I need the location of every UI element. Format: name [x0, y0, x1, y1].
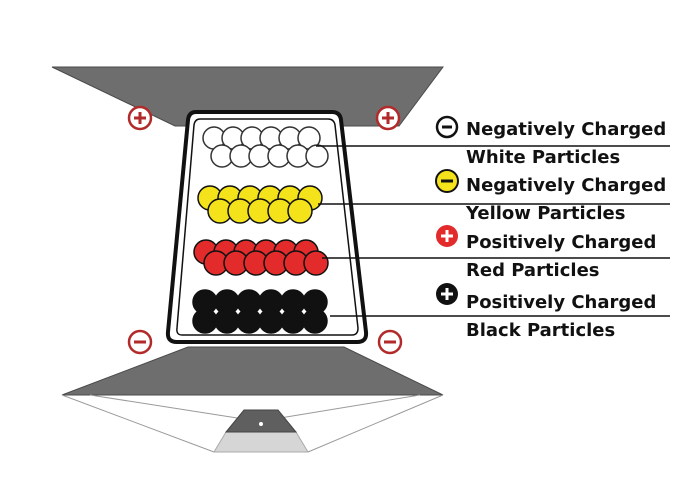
legend-black-line1: Positively Charged — [466, 292, 657, 313]
legend-white-line1: Negatively Charged — [466, 119, 667, 140]
cell-inner-wall — [176, 118, 359, 336]
legend-yellow-line2: Yellow Particles — [466, 203, 626, 224]
legend-white-minus-icon — [435, 115, 459, 139]
legend-red-label: Positively Charged Red Particles — [466, 229, 696, 285]
bottom-right-minus-icon — [377, 329, 403, 355]
black-particle — [214, 308, 240, 334]
white-particle — [305, 144, 329, 168]
black-particles-group — [192, 289, 328, 334]
legend-white-label: Negatively Charged White Particles — [466, 116, 696, 172]
legend-red-line1: Positively Charged — [466, 232, 657, 253]
legend-black-plus-icon — [436, 283, 458, 305]
top-left-plus-icon — [127, 105, 153, 131]
legend-yellow-minus-icon — [435, 169, 459, 193]
yellow-particles-group — [197, 185, 323, 224]
legend-black-label: Positively Charged Black Particles — [466, 289, 696, 345]
leader-lines — [316, 145, 670, 317]
legend-red-plus-icon — [436, 225, 458, 247]
black-particle — [280, 308, 306, 334]
black-particle — [236, 308, 262, 334]
light-source — [224, 409, 298, 433]
legend-black-line2: Black Particles — [466, 320, 616, 341]
black-particle — [302, 308, 328, 334]
black-particle — [258, 308, 284, 334]
bottom-electrode-plate — [61, 346, 444, 396]
legend-red-line2: Red Particles — [466, 260, 600, 281]
light-point — [259, 422, 263, 426]
red-particles-group — [193, 239, 329, 276]
legend-yellow-line1: Negatively Charged — [466, 175, 667, 196]
yellow-particle — [287, 198, 313, 224]
legend-white-line2: White Particles — [466, 147, 621, 168]
red-particle — [303, 250, 329, 276]
bottom-left-minus-icon — [127, 329, 153, 355]
legend-yellow-label: Negatively Charged Yellow Particles — [466, 172, 696, 228]
top-right-plus-icon — [375, 105, 401, 131]
cell-container — [165, 110, 369, 344]
black-particle — [192, 308, 218, 334]
light-rays — [61, 394, 444, 453]
white-particles-group — [202, 126, 329, 168]
light-base — [213, 431, 309, 453]
